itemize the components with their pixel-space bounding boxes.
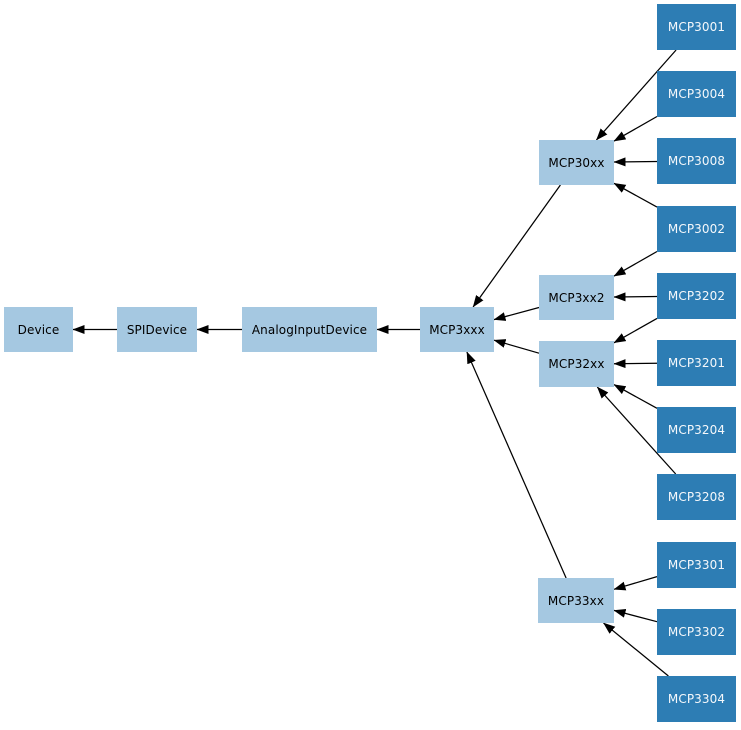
edge-mcp3301-mcp33xx bbox=[613, 576, 658, 591]
node-mcp32xx: MCP32xx bbox=[539, 341, 614, 387]
node-mcp3xxx: MCP3xxx bbox=[420, 307, 494, 352]
node-spidevice: SPIDevice bbox=[117, 307, 197, 352]
edge-mcp3xx2-mcp3xxx bbox=[493, 306, 540, 321]
node-mcp3202: MCP3202 bbox=[657, 273, 736, 319]
edge-mcp3004-mcp30xx bbox=[613, 115, 658, 142]
node-mcp3004: MCP3004 bbox=[657, 71, 736, 117]
edge-mcp3002-mcp30xx bbox=[613, 182, 658, 208]
edge-mcp32xx-mcp3xxx bbox=[493, 339, 540, 354]
edge-mcp3202-mcp32xx bbox=[613, 317, 658, 344]
node-mcp3208: MCP3208 bbox=[657, 474, 736, 520]
edge-mcp3002-mcp3xx2 bbox=[613, 250, 658, 277]
node-mcp3201: MCP3201 bbox=[657, 340, 736, 386]
node-device: Device bbox=[4, 307, 73, 352]
edge-mcp3204-mcp32xx bbox=[613, 384, 658, 409]
node-mcp3002: MCP3002 bbox=[657, 206, 736, 252]
edge-mcp30xx-mcp3xxx bbox=[472, 184, 561, 308]
edge-mcp3008-mcp30xx bbox=[613, 157, 658, 167]
node-mcp3001: MCP3001 bbox=[657, 4, 736, 50]
node-mcp3008: MCP3008 bbox=[657, 138, 736, 184]
edge-mcp3302-mcp33xx bbox=[613, 608, 658, 623]
node-mcp3xx2: MCP3xx2 bbox=[539, 275, 614, 320]
node-mcp33xx: MCP33xx bbox=[538, 578, 614, 623]
edge-mcp3001-mcp30xx bbox=[595, 49, 677, 141]
node-mcp3204: MCP3204 bbox=[657, 407, 736, 453]
edge-mcp3304-mcp33xx bbox=[603, 622, 669, 677]
node-mcp30xx: MCP30xx bbox=[539, 140, 614, 185]
node-analoginputdevice: AnalogInputDevice bbox=[242, 307, 377, 352]
node-mcp3302: MCP3302 bbox=[657, 609, 736, 655]
edge-mcp3208-mcp32xx bbox=[596, 386, 677, 475]
edge-mcp3202-mcp3xx2 bbox=[613, 292, 658, 302]
edges-group bbox=[72, 49, 677, 677]
edge-mcp33xx-mcp3xxx bbox=[466, 351, 567, 579]
node-mcp3304: MCP3304 bbox=[657, 676, 736, 722]
node-mcp3301: MCP3301 bbox=[657, 542, 736, 588]
